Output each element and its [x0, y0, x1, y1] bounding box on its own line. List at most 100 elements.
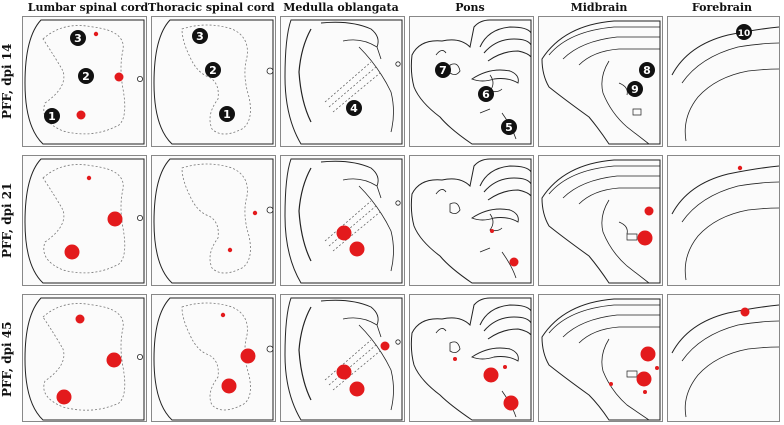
cerebellum-fold: [320, 299, 379, 326]
cerebellum-fold: [487, 50, 532, 62]
central-canal: [395, 61, 401, 67]
brainstem-boundary: [358, 324, 394, 411]
row-header-dpi45: PFF, dpi 45: [0, 321, 14, 398]
ventricle: [471, 69, 519, 84]
forebrain-layer: [681, 320, 779, 362]
cortex-layer: [548, 304, 660, 334]
gray-matter-outline: [42, 303, 126, 411]
panel-medulla-dpi14: 4: [280, 16, 405, 147]
panel-pons-dpi21: [409, 155, 534, 286]
gray-matter-outline: [181, 163, 251, 274]
brainstem-boundary: [601, 338, 650, 421]
gray-matter-outline: [181, 302, 251, 411]
cerebellum-fold: [479, 26, 532, 48]
pons-outline: [410, 158, 532, 284]
pons-structure: [449, 341, 461, 353]
region-marker-4: [346, 100, 362, 116]
column-header-midbrain: Midbrain: [570, 1, 628, 14]
ventricle: [471, 208, 519, 223]
column-header-thoracic: Thoracic spinal cord: [148, 1, 275, 14]
cerebellum-fold: [342, 317, 382, 338]
cerebellum-fold: [342, 178, 382, 199]
cerebellum-fold: [320, 21, 379, 48]
central-canal: [266, 345, 274, 353]
region-marker-label: 10: [738, 29, 751, 39]
column-header-medulla: Medulla oblangata: [283, 1, 399, 14]
region-marker-9: [627, 81, 643, 97]
cerebellum-fold: [487, 189, 532, 201]
lesion-dot: [336, 225, 352, 241]
medulla-outline: [284, 19, 403, 145]
region-marker-1: [219, 106, 235, 122]
panel-thoracic-dpi14: 3 2 1: [151, 16, 276, 147]
forebrain-outline: [671, 165, 779, 215]
forebrain-outline: [671, 26, 779, 76]
lumbar-cord-outline: [24, 19, 145, 145]
lesion-dot: [349, 241, 365, 257]
brainstem-boundary: [358, 185, 394, 272]
thoracic-cord-outline: [153, 158, 274, 284]
pons-outline: [410, 297, 532, 421]
lesion-dot: [86, 175, 92, 181]
forebrain-layer: [684, 68, 779, 142]
lesion-dot: [75, 314, 85, 324]
region-marker-label: 4: [350, 102, 358, 115]
central-canal: [137, 354, 144, 361]
brainstem-boundary: [601, 60, 650, 145]
lesion-dot: [221, 378, 237, 394]
region-marker-label: 7: [439, 64, 447, 77]
lesion-dot: [93, 31, 99, 37]
central-canal: [395, 200, 401, 206]
cerebellum-fold: [298, 167, 312, 262]
lesion-dot: [106, 352, 122, 368]
central-canal: [137, 76, 144, 83]
region-marker-7: [435, 62, 451, 78]
region-marker-8: [639, 62, 655, 78]
pons-structure: [435, 50, 447, 56]
brainstem-boundary: [358, 46, 394, 133]
lesion-dot: [240, 348, 256, 364]
lesion-dot: [490, 229, 494, 233]
panel-pons-dpi45: [409, 294, 534, 422]
forebrain-outline: [671, 304, 779, 354]
region-marker-label: 6: [482, 88, 490, 101]
panel-forebrain-dpi45: [667, 294, 780, 422]
panel-thoracic-dpi21: [151, 155, 276, 286]
panel-forebrain-dpi14: 10: [667, 16, 780, 147]
panel-medulla-dpi21: [280, 155, 405, 286]
cortex-layer: [548, 26, 660, 56]
medulla-outline: [284, 158, 403, 284]
region-marker-5: [501, 119, 517, 135]
lesion-dot: [644, 206, 654, 216]
pons-structure: [449, 63, 461, 75]
gray-matter-outline: [42, 25, 126, 135]
lesion-dot: [637, 230, 653, 246]
region-marker-2: [78, 68, 94, 84]
lesion-dot: [220, 312, 226, 318]
lesion-dot: [609, 382, 613, 386]
lesion-dot: [655, 366, 659, 370]
cortex-layer: [562, 175, 660, 199]
pons-structure: [479, 247, 491, 253]
midbrain-structure: [618, 82, 628, 96]
lesion-dot: [336, 364, 352, 380]
fiber-tract: [328, 344, 377, 386]
midbrain-structure: [626, 233, 638, 241]
column-header-pons: Pons: [455, 1, 485, 14]
cerebellum-fold: [487, 328, 532, 340]
cerebellum-fold: [298, 306, 312, 401]
region-marker-label: 2: [209, 64, 217, 77]
lumbar-cord-outline: [24, 297, 145, 421]
panel-lumbar-dpi21: [22, 155, 147, 286]
lesion-dot: [636, 371, 652, 387]
panel-lumbar-dpi45: [22, 294, 147, 422]
central-canal: [266, 67, 274, 75]
pons-structure: [501, 251, 517, 279]
lesion-dot: [76, 110, 86, 120]
midbrain-structure: [618, 221, 628, 235]
midbrain-outline: [541, 159, 661, 284]
brainstem-boundary: [601, 199, 650, 284]
panel-medulla-dpi45: [280, 294, 405, 422]
cortex-layer: [548, 165, 660, 195]
central-canal: [266, 206, 274, 214]
